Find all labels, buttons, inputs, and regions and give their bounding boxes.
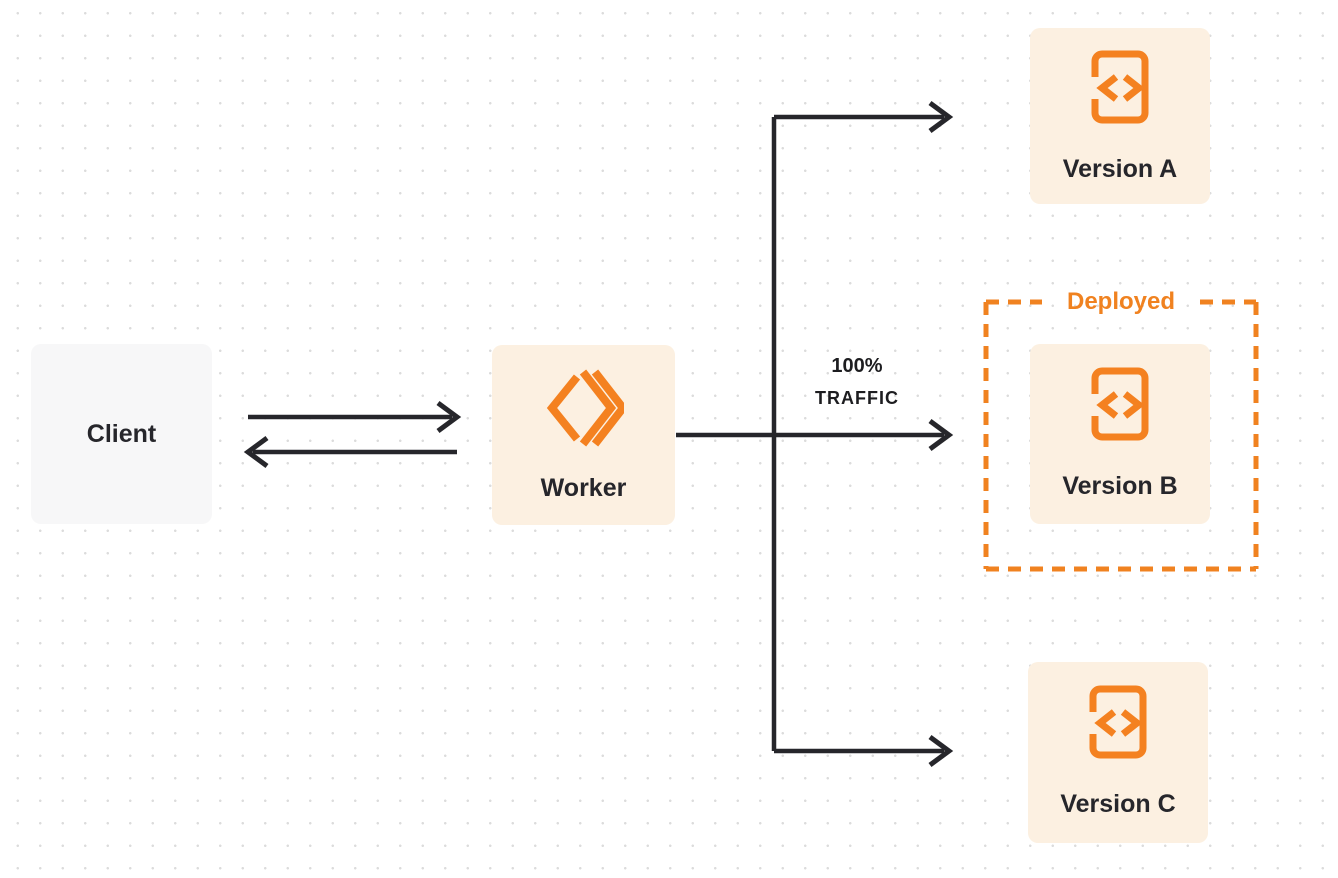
cloudflare-workers-icon bbox=[546, 369, 624, 447]
traffic-percent-text: 100% bbox=[831, 355, 883, 377]
client-node: Client bbox=[31, 344, 212, 524]
worker-node: Worker bbox=[492, 345, 675, 525]
client-to-worker-arrowhead-icon bbox=[436, 400, 462, 434]
version-c-label: Version C bbox=[1060, 790, 1176, 818]
version-b-arrowhead-icon bbox=[928, 418, 954, 452]
version-a-node: Version A bbox=[1030, 28, 1210, 204]
traffic-word-text: TRAFFIC bbox=[815, 388, 899, 408]
version-a-arrowhead-icon bbox=[928, 100, 954, 134]
traffic-annotation: 100% TRAFFIC bbox=[787, 350, 927, 414]
client-label: Client bbox=[86, 419, 157, 448]
deployed-region-label: Deployed bbox=[1066, 288, 1176, 315]
version-c-node: Version C bbox=[1028, 662, 1208, 843]
version-a-label: Version A bbox=[1062, 155, 1178, 183]
version-b-label: Version B bbox=[1062, 472, 1178, 500]
version-b-node: Version B bbox=[1030, 344, 1210, 524]
code-file-icon bbox=[1091, 50, 1149, 124]
worker-label: Worker bbox=[540, 474, 627, 502]
code-file-icon bbox=[1091, 367, 1149, 441]
code-file-icon bbox=[1089, 685, 1147, 759]
version-c-arrowhead-icon bbox=[928, 734, 954, 768]
worker-to-client-arrowhead-icon bbox=[243, 435, 269, 469]
